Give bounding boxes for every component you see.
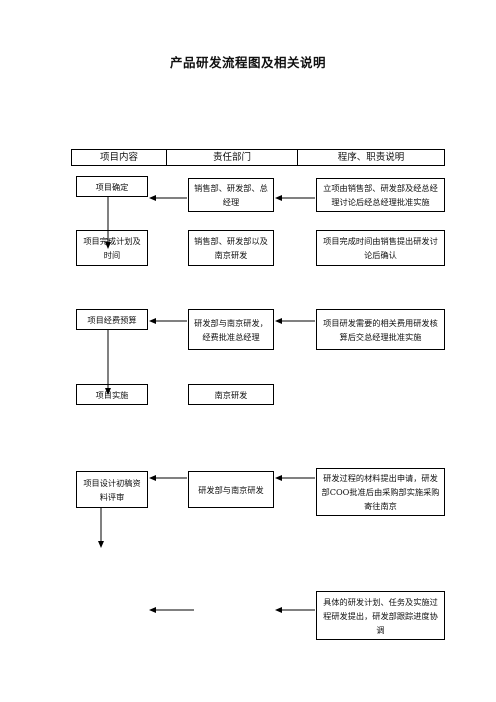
desc-box-project-confirm: 立项由销售部、研发部及经总经理讨论后经总经理批准实施 [316, 178, 445, 212]
desc-box-tracking: 具体的研发计划、任务及实施过程研发提出，研发部跟踪进度协调 [316, 591, 445, 640]
desc-box-design-review: 研发过程的材料提出申请，研发部COO批准后由采购部实施采购寄往南京 [316, 468, 445, 516]
dept-box-budget: 研发部与南京研发，经费批准总经理 [188, 309, 274, 350]
content-box-project-confirm: 项目确定 [76, 176, 148, 197]
desc-box-plan-time: 项目完成时间由销售提出研发讨论后确认 [316, 230, 445, 266]
dept-box-design-review: 研发部与南京研发 [188, 471, 274, 508]
table-header: 项目内容 责任部门 程序、职责说明 [71, 149, 445, 166]
dept-box-implement: 南京研发 [188, 384, 274, 405]
dept-box-plan-time: 销售部、研发部以及南京研发 [188, 230, 274, 266]
content-box-implement: 项目实施 [76, 384, 148, 405]
content-box-plan-time: 项目完成计划及时间 [76, 230, 148, 266]
header-description: 程序、职责说明 [337, 152, 405, 163]
content-box-design-review: 项目设计初稿资料评审 [76, 471, 148, 508]
desc-box-budget: 项目研发需要的相关费用研发核算后交总经理批准实施 [316, 309, 445, 350]
header-content: 项目内容 [72, 150, 167, 165]
page-title: 产品研发流程图及相关说明 [169, 55, 326, 70]
content-box-budget: 项目经费预算 [76, 309, 148, 330]
dept-box-project-confirm: 销售部、研发部、总经理 [188, 178, 274, 212]
header-department: 责任部门 [167, 150, 298, 165]
